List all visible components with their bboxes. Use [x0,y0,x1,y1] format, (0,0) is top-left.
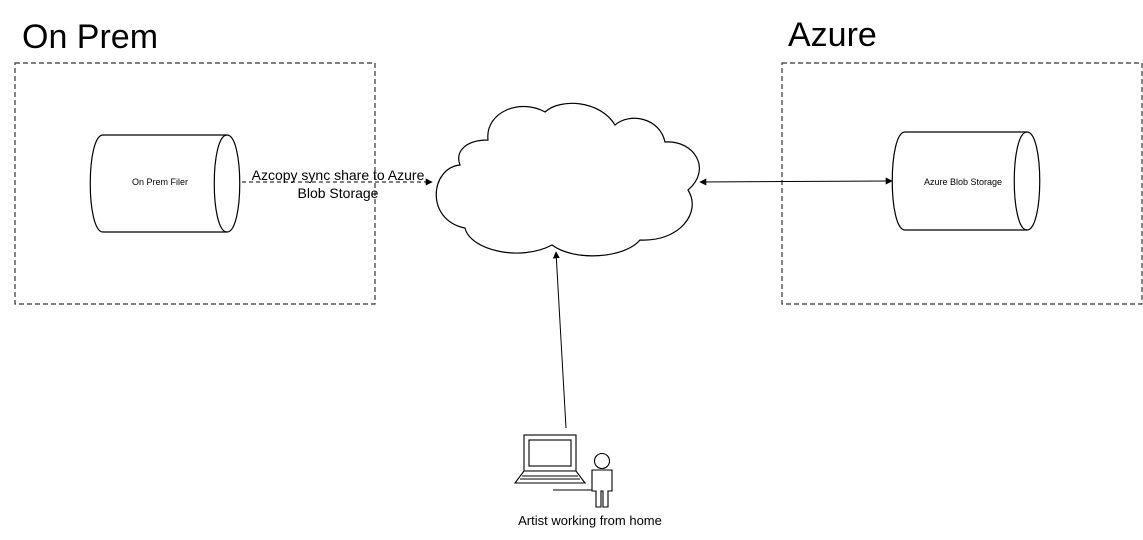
sync-edge-label-line1: Azcopy sync share to Azure [251,167,425,183]
onprem-filer-label: On Prem Filer [131,177,188,187]
artist-cloud-arrow [552,251,567,429]
onprem-filer-cylinder [89,134,241,233]
laptop-icon [513,434,587,484]
azure-blob-cylinder [891,131,1041,231]
artist-label: Artist working from home [518,513,662,528]
cloud-azure-arrow [699,177,893,186]
sync-edge-label-line2: Blob Storage [297,185,379,201]
sync-edge-label: Azcopy sync share to Azure Blob Storage [240,166,436,202]
azure-region-title: Azure [788,16,877,54]
onprem-region-box [14,62,376,305]
onprem-region-title: On Prem [22,18,159,56]
azure-blob-label: Azure Blob Storage [923,177,1003,187]
person-icon [591,452,613,508]
internet-cloud [435,102,700,257]
